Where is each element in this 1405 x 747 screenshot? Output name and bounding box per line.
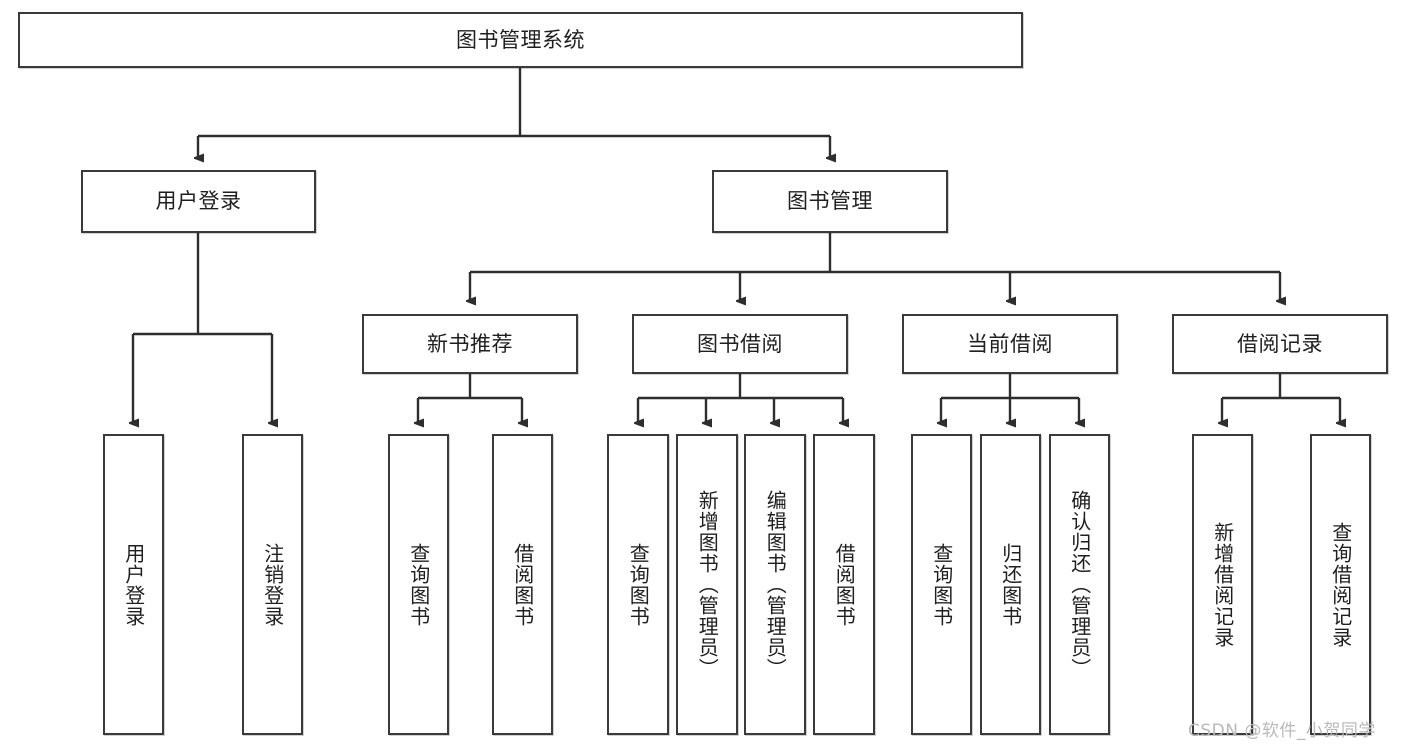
leaf-nb-borrow-book[interactable]: 借阅图书 [492, 434, 553, 735]
leaf-bb-query-book-label: 查询图书 [626, 542, 651, 627]
leaf-cb-return-book-label: 归还图书 [998, 542, 1023, 627]
leaf-cb-confirm-return-label: 确认归还（管理员） [1067, 490, 1092, 679]
leaf-br-add-record-label: 新增借阅记录 [1210, 521, 1235, 648]
node-user-login[interactable]: 用户登录 [81, 170, 316, 233]
node-book-manage[interactable]: 图书管理 [712, 170, 948, 233]
node-borrow-record[interactable]: 借阅记录 [1172, 314, 1388, 374]
leaf-br-query-record-label: 查询借阅记录 [1328, 521, 1353, 648]
leaf-br-add-record[interactable]: 新增借阅记录 [1192, 434, 1253, 735]
node-new-book-recommend[interactable]: 新书推荐 [362, 314, 578, 374]
leaf-bb-query-book[interactable]: 查询图书 [607, 434, 669, 735]
leaf-br-query-record[interactable]: 查询借阅记录 [1310, 434, 1371, 735]
node-current-borrow-label: 当前借阅 [967, 331, 1053, 356]
node-book-borrow-label: 图书借阅 [697, 331, 783, 356]
node-book-manage-label: 图书管理 [787, 189, 873, 214]
leaf-bb-edit-book[interactable]: 编辑图书（管理员） [744, 434, 806, 735]
leaf-nb-query-book[interactable]: 查询图书 [388, 434, 449, 735]
node-root[interactable]: 图书管理系统 [18, 12, 1023, 68]
leaf-nb-query-book-label: 查询图书 [406, 542, 431, 627]
node-root-label: 图书管理系统 [456, 27, 585, 52]
leaf-nb-borrow-book-label: 借阅图书 [510, 542, 535, 627]
leaf-user-login[interactable]: 用户登录 [103, 434, 164, 735]
leaf-cb-return-book[interactable]: 归还图书 [980, 434, 1041, 735]
node-new-book-recommend-label: 新书推荐 [427, 331, 513, 356]
leaf-bb-add-book-label: 新增图书（管理员） [695, 490, 720, 679]
node-book-borrow[interactable]: 图书借阅 [632, 314, 848, 374]
leaf-bb-borrow-book[interactable]: 借阅图书 [813, 434, 875, 735]
leaf-cb-query-book-label: 查询图书 [929, 542, 954, 627]
leaf-logout-label: 注销登录 [260, 542, 285, 627]
leaf-bb-add-book[interactable]: 新增图书（管理员） [676, 434, 738, 735]
node-user-login-label: 用户登录 [155, 189, 242, 214]
node-borrow-record-label: 借阅记录 [1237, 331, 1323, 356]
leaf-cb-confirm-return[interactable]: 确认归还（管理员） [1049, 434, 1110, 735]
leaf-cb-query-book[interactable]: 查询图书 [911, 434, 972, 735]
csdn-watermark: CSDN @软件_小贺同学 [1188, 721, 1376, 741]
leaf-logout[interactable]: 注销登录 [242, 434, 303, 735]
node-current-borrow[interactable]: 当前借阅 [902, 314, 1118, 374]
leaf-bb-edit-book-label: 编辑图书（管理员） [763, 490, 788, 679]
leaf-bb-borrow-book-label: 借阅图书 [832, 542, 857, 627]
leaf-user-login-label: 用户登录 [121, 542, 146, 627]
